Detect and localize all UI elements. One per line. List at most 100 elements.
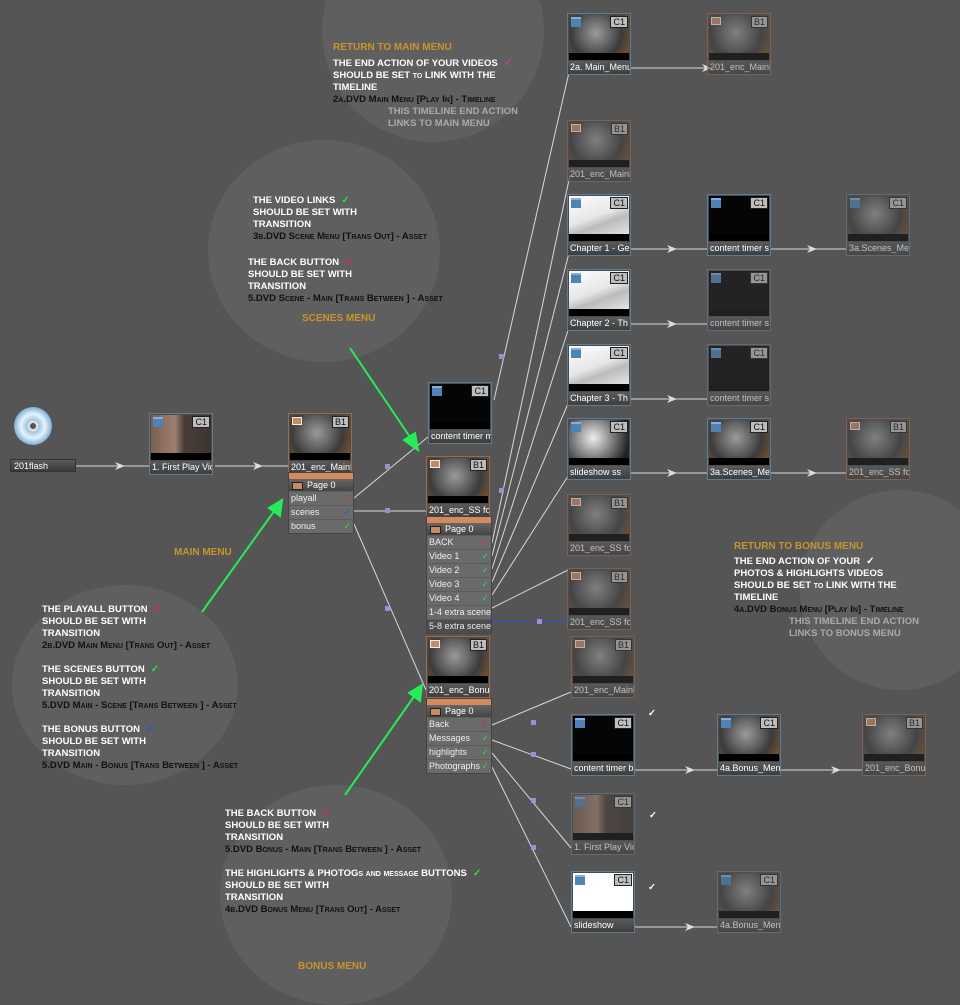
timeline-icon: [721, 718, 731, 728]
node-label[interactable]: 201_enc_MainM: [568, 168, 630, 181]
thumbnail: B1: [569, 570, 629, 615]
node-first-play-ref[interactable]: C1 1. First Play Vid: [571, 793, 635, 855]
page-selector[interactable]: Page 0: [427, 705, 491, 717]
node-label[interactable]: 201_enc_MainM: [572, 684, 634, 697]
menu-button-5-8-extra-scene[interactable]: 5-8 extra scene: [427, 619, 491, 633]
node-label[interactable]: slideshow: [572, 919, 634, 932]
menu-button-messages[interactable]: Messages✓: [427, 731, 491, 745]
node-label[interactable]: 4a.Bonus_Menu: [718, 919, 780, 932]
node-main-menu-ref-1[interactable]: B1 201_enc_MainM: [567, 120, 631, 182]
badge: B1: [469, 639, 487, 651]
node-label[interactable]: 3a.Scenes_Men: [847, 242, 909, 255]
thumbnail: C1: [709, 196, 769, 241]
dvd-disc-icon[interactable]: [14, 407, 52, 445]
node-label[interactable]: 201_enc_MainM: [708, 61, 770, 74]
node-label[interactable]: Chapter 3 - Th: [568, 392, 630, 405]
node-ss-ref-2[interactable]: B1 201_enc_SS for: [567, 568, 631, 630]
timeline-icon: [571, 273, 581, 283]
node-content-timer-s-3[interactable]: C1 content timer s: [707, 344, 771, 406]
menu-button-scenes[interactable]: scenes✓: [289, 505, 353, 519]
timeline-icon: [153, 417, 163, 427]
note-return-bonus: THE END ACTION OF YOUR✓PHOTOS & HIGHLIGH…: [734, 556, 919, 640]
node-label[interactable]: 201_enc_Bonus: [427, 684, 489, 697]
node-label[interactable]: 201_enc_SS for: [568, 616, 630, 629]
node-main-menu-timeline[interactable]: C1 2a. Main_Menu: [567, 13, 631, 75]
node-bonus-menu[interactable]: B1 201_enc_Bonus: [426, 636, 490, 698]
note-reference: 5.DVD Scene - Main [Trans Between ] - As…: [248, 293, 443, 304]
menu-button-playall[interactable]: playall✓: [289, 491, 353, 505]
node-label[interactable]: 3a.Scenes_Men: [708, 466, 770, 479]
menu-button-video-2[interactable]: Video 2✓: [427, 563, 491, 577]
page-selector[interactable]: Page 0: [427, 523, 491, 535]
node-ss-ref-3[interactable]: B1 201_enc_SS for: [846, 418, 910, 480]
node-label[interactable]: 201_enc_SS for: [847, 466, 909, 479]
badge: C1: [471, 385, 489, 397]
badge: C1: [750, 421, 768, 433]
node-bonus-menu-timeline-1[interactable]: C1 4a.Bonus_Menu: [717, 714, 781, 776]
node-label[interactable]: 1. First Play Vid: [150, 461, 212, 474]
node-slideshow-ss[interactable]: C1 slideshow ss: [567, 418, 631, 480]
page-selector[interactable]: Page 0: [289, 479, 353, 491]
node-label[interactable]: content timer b: [572, 762, 634, 775]
check-icon: ✓: [341, 195, 350, 206]
node-main-menu[interactable]: B1 201_enc_MainM: [288, 413, 352, 475]
node-label[interactable]: Chapter 2 - Th: [568, 317, 630, 330]
node-content-timer-b[interactable]: C1 content timer b: [571, 714, 635, 776]
disc-label[interactable]: 201flash: [10, 459, 76, 472]
note-bubble: [12, 585, 238, 785]
menu-button-back[interactable]: BACK✓: [427, 535, 491, 549]
menu-icon: [575, 640, 585, 648]
check-icon: ✓: [481, 761, 489, 771]
button-label: BACK: [429, 537, 454, 547]
node-slideshow[interactable]: C1 slideshow: [571, 871, 635, 933]
node-first-play[interactable]: C1 1. First Play Vid: [149, 413, 213, 475]
button-label: highlights: [429, 747, 468, 757]
node-label[interactable]: 201_enc_Bonus: [863, 762, 925, 775]
menu-button-video-3[interactable]: Video 3✓: [427, 577, 491, 591]
node-bonus-menu-timeline-2[interactable]: C1 4a.Bonus_Menu: [717, 871, 781, 933]
button-label: bonus: [291, 521, 316, 531]
menu-button-highlights[interactable]: highlights✓: [427, 745, 491, 759]
note-gray-line: THIS TIMELINE END ACTION: [388, 106, 519, 117]
node-label[interactable]: 201_enc_MainM: [289, 461, 351, 474]
node-content-timer-m[interactable]: C1 content timer m: [428, 382, 492, 444]
check-icon: ✓: [150, 664, 160, 675]
node-label[interactable]: 1. First Play Vid: [572, 841, 634, 854]
node-chapter-3[interactable]: C1 Chapter 3 - Th: [567, 344, 631, 406]
node-bonus-main-ref[interactable]: B1 201_enc_MainM: [571, 636, 635, 698]
menu-button-video-4[interactable]: Video 4✓: [427, 591, 491, 605]
menu-button-1-4-extra-scene[interactable]: 1-4 extra scene: [427, 605, 491, 619]
node-scenes-menu-ref[interactable]: C1 3a.Scenes_Men: [846, 194, 910, 256]
node-label[interactable]: content timer m: [429, 430, 491, 443]
node-chapter-2[interactable]: C1 Chapter 2 - Th: [567, 269, 631, 331]
node-label[interactable]: 201_enc_SS for: [568, 542, 630, 555]
button-label: Photographs: [429, 761, 481, 771]
thumbnail: C1: [569, 271, 629, 316]
node-scenes-menu-timeline[interactable]: C1 3a.Scenes_Men: [707, 418, 771, 480]
node-ss-menu[interactable]: B1 201_enc_SS for: [426, 456, 490, 518]
node-content-timer-s-2[interactable]: C1 content timer s: [707, 269, 771, 331]
menu-button-video-1[interactable]: Video 1✓: [427, 549, 491, 563]
note-line: THE BACK BUTTON✓: [248, 257, 354, 268]
node-content-timer-s-1[interactable]: C1 content timer s: [707, 194, 771, 256]
node-chapter-1[interactable]: C1 Chapter 1 - Ge: [567, 194, 631, 256]
node-label[interactable]: 2a. Main_Menu: [568, 61, 630, 74]
node-label[interactable]: Chapter 1 - Ge: [568, 242, 630, 255]
node-label[interactable]: slideshow ss: [568, 466, 630, 479]
node-ss-ref-1[interactable]: B1 201_enc_SS for: [567, 494, 631, 556]
menu-button-bonus[interactable]: bonus✓: [289, 519, 353, 533]
menu-button-back[interactable]: Back✓: [427, 717, 491, 731]
node-label[interactable]: content timer s: [708, 392, 770, 405]
thumbnail: C1: [569, 420, 629, 465]
node-label[interactable]: 4a.Bonus_Menu: [718, 762, 780, 775]
node-bonus-ref[interactable]: B1 201_enc_Bonus: [862, 714, 926, 776]
node-label[interactable]: content timer s: [708, 242, 770, 255]
menu-button-photographs[interactable]: Photographs✓: [427, 759, 491, 773]
node-label[interactable]: 201_enc_SS for: [427, 504, 489, 517]
node-main-menu-ref-2[interactable]: B1 201_enc_MainM: [707, 13, 771, 75]
node-label[interactable]: content timer s: [708, 317, 770, 330]
note-line: THE BONUS BUTTON✓: [42, 724, 155, 735]
